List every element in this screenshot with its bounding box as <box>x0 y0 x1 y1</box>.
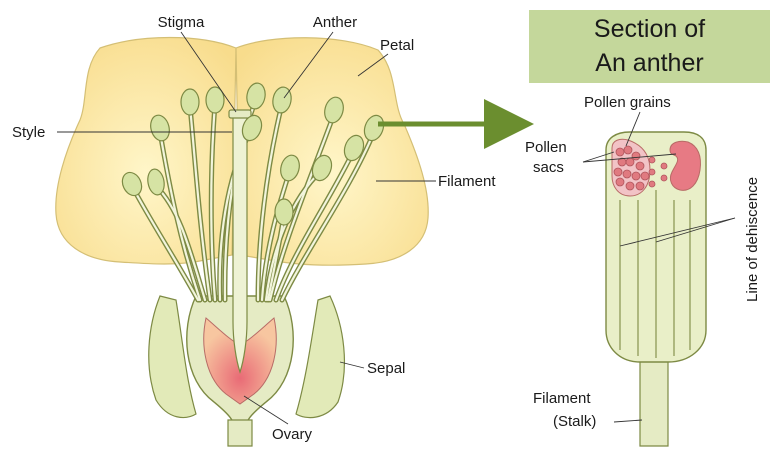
section-title-line1: Section of <box>593 15 706 43</box>
label-filament: Filament <box>438 173 496 190</box>
label-sepal: Sepal <box>367 360 405 377</box>
stigma <box>228 109 252 119</box>
label-style: Style <box>12 124 45 141</box>
label-anther: Anther <box>313 14 357 31</box>
label-ovary: Ovary <box>272 426 313 443</box>
flower-stem <box>227 419 253 447</box>
anthers <box>121 82 385 226</box>
anther-stalk <box>639 349 669 447</box>
section-title: Section of An anther <box>529 12 770 80</box>
label-stigma: Stigma <box>158 14 205 31</box>
anther-lobes <box>619 190 691 358</box>
label-pollen-grains: Pollen grains <box>584 94 671 111</box>
filaments-inner <box>130 98 376 302</box>
sepal-right <box>295 295 346 419</box>
label-petal: Petal <box>380 37 414 54</box>
petal-right <box>235 37 429 266</box>
section-leader-lines <box>582 111 736 423</box>
pollen-grains <box>613 145 668 191</box>
label-pollen-sacs-line1: Pollen <box>525 139 567 156</box>
label-stalk: (Stalk) <box>553 413 596 430</box>
section-title-line2: An anther <box>595 49 704 77</box>
label-stalk-filament: Filament <box>533 390 591 407</box>
flower-leader-lines <box>57 31 436 425</box>
label-line-of-dehiscence: Line of dehiscence <box>744 177 761 302</box>
pollen-sac-right <box>669 140 701 191</box>
sepal-left <box>148 295 197 419</box>
style <box>232 115 248 374</box>
section-title-box <box>529 10 770 83</box>
label-pollen-sacs-line2: sacs <box>533 159 564 176</box>
